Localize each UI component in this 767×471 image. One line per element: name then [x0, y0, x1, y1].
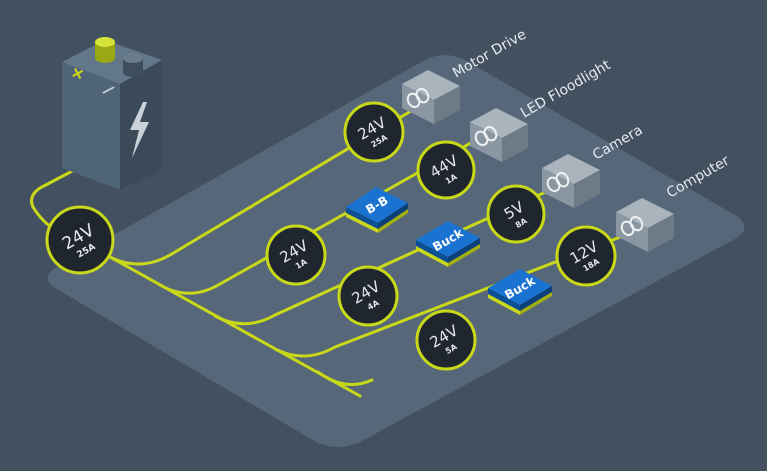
wire-motor-drive: [108, 106, 418, 266]
badge-main-bus: 24V 25A: [45, 205, 115, 275]
badge-camera-24v: 24V 4A: [337, 265, 399, 327]
converter-buck-camera: Buck: [416, 221, 480, 267]
battery-front-face: [62, 62, 120, 190]
badge-led-floodlight-24v: 24V 1A: [265, 224, 327, 286]
device-motor-drive: [402, 70, 460, 124]
lightning-bolt-icon: [130, 102, 149, 158]
infinity-icon: [474, 125, 498, 147]
device-label-motor-drive: Motor Drive: [450, 26, 529, 81]
badge-led-floodlight-44v: 44V 1A: [416, 140, 476, 200]
device-camera: [542, 154, 600, 208]
wire-computer: [273, 232, 630, 358]
battery: + —: [62, 37, 162, 190]
device-label-led-floodlight: LED Floodlight: [518, 57, 614, 122]
wire-trunk-end: [316, 370, 374, 386]
battery-positive-terminal: [95, 37, 115, 63]
infinity-icon: [620, 215, 644, 237]
wire-camera: [213, 188, 552, 326]
device-computer: [616, 198, 674, 252]
converter-b-b: B-B: [346, 187, 408, 233]
badge-motor-drive-24v: 24V 25A: [343, 101, 405, 163]
wire-led-floodlight: [158, 138, 478, 295]
badge-computer-24v: 24V 5A: [415, 309, 477, 371]
battery-minus-sign: —: [99, 80, 119, 101]
device-led-floodlight: [470, 108, 528, 162]
wire-battery-to-bus: [30, 166, 80, 234]
badge-camera-5v: 5V 8A: [486, 184, 546, 244]
converter-buck-computer: Buck: [488, 269, 552, 315]
badge-computer-12v: 12V 18A: [555, 225, 617, 287]
battery-negative-terminal: [123, 53, 143, 77]
infinity-icon: [406, 87, 430, 109]
infinity-icon: [546, 171, 570, 193]
platform: [47, 55, 745, 447]
